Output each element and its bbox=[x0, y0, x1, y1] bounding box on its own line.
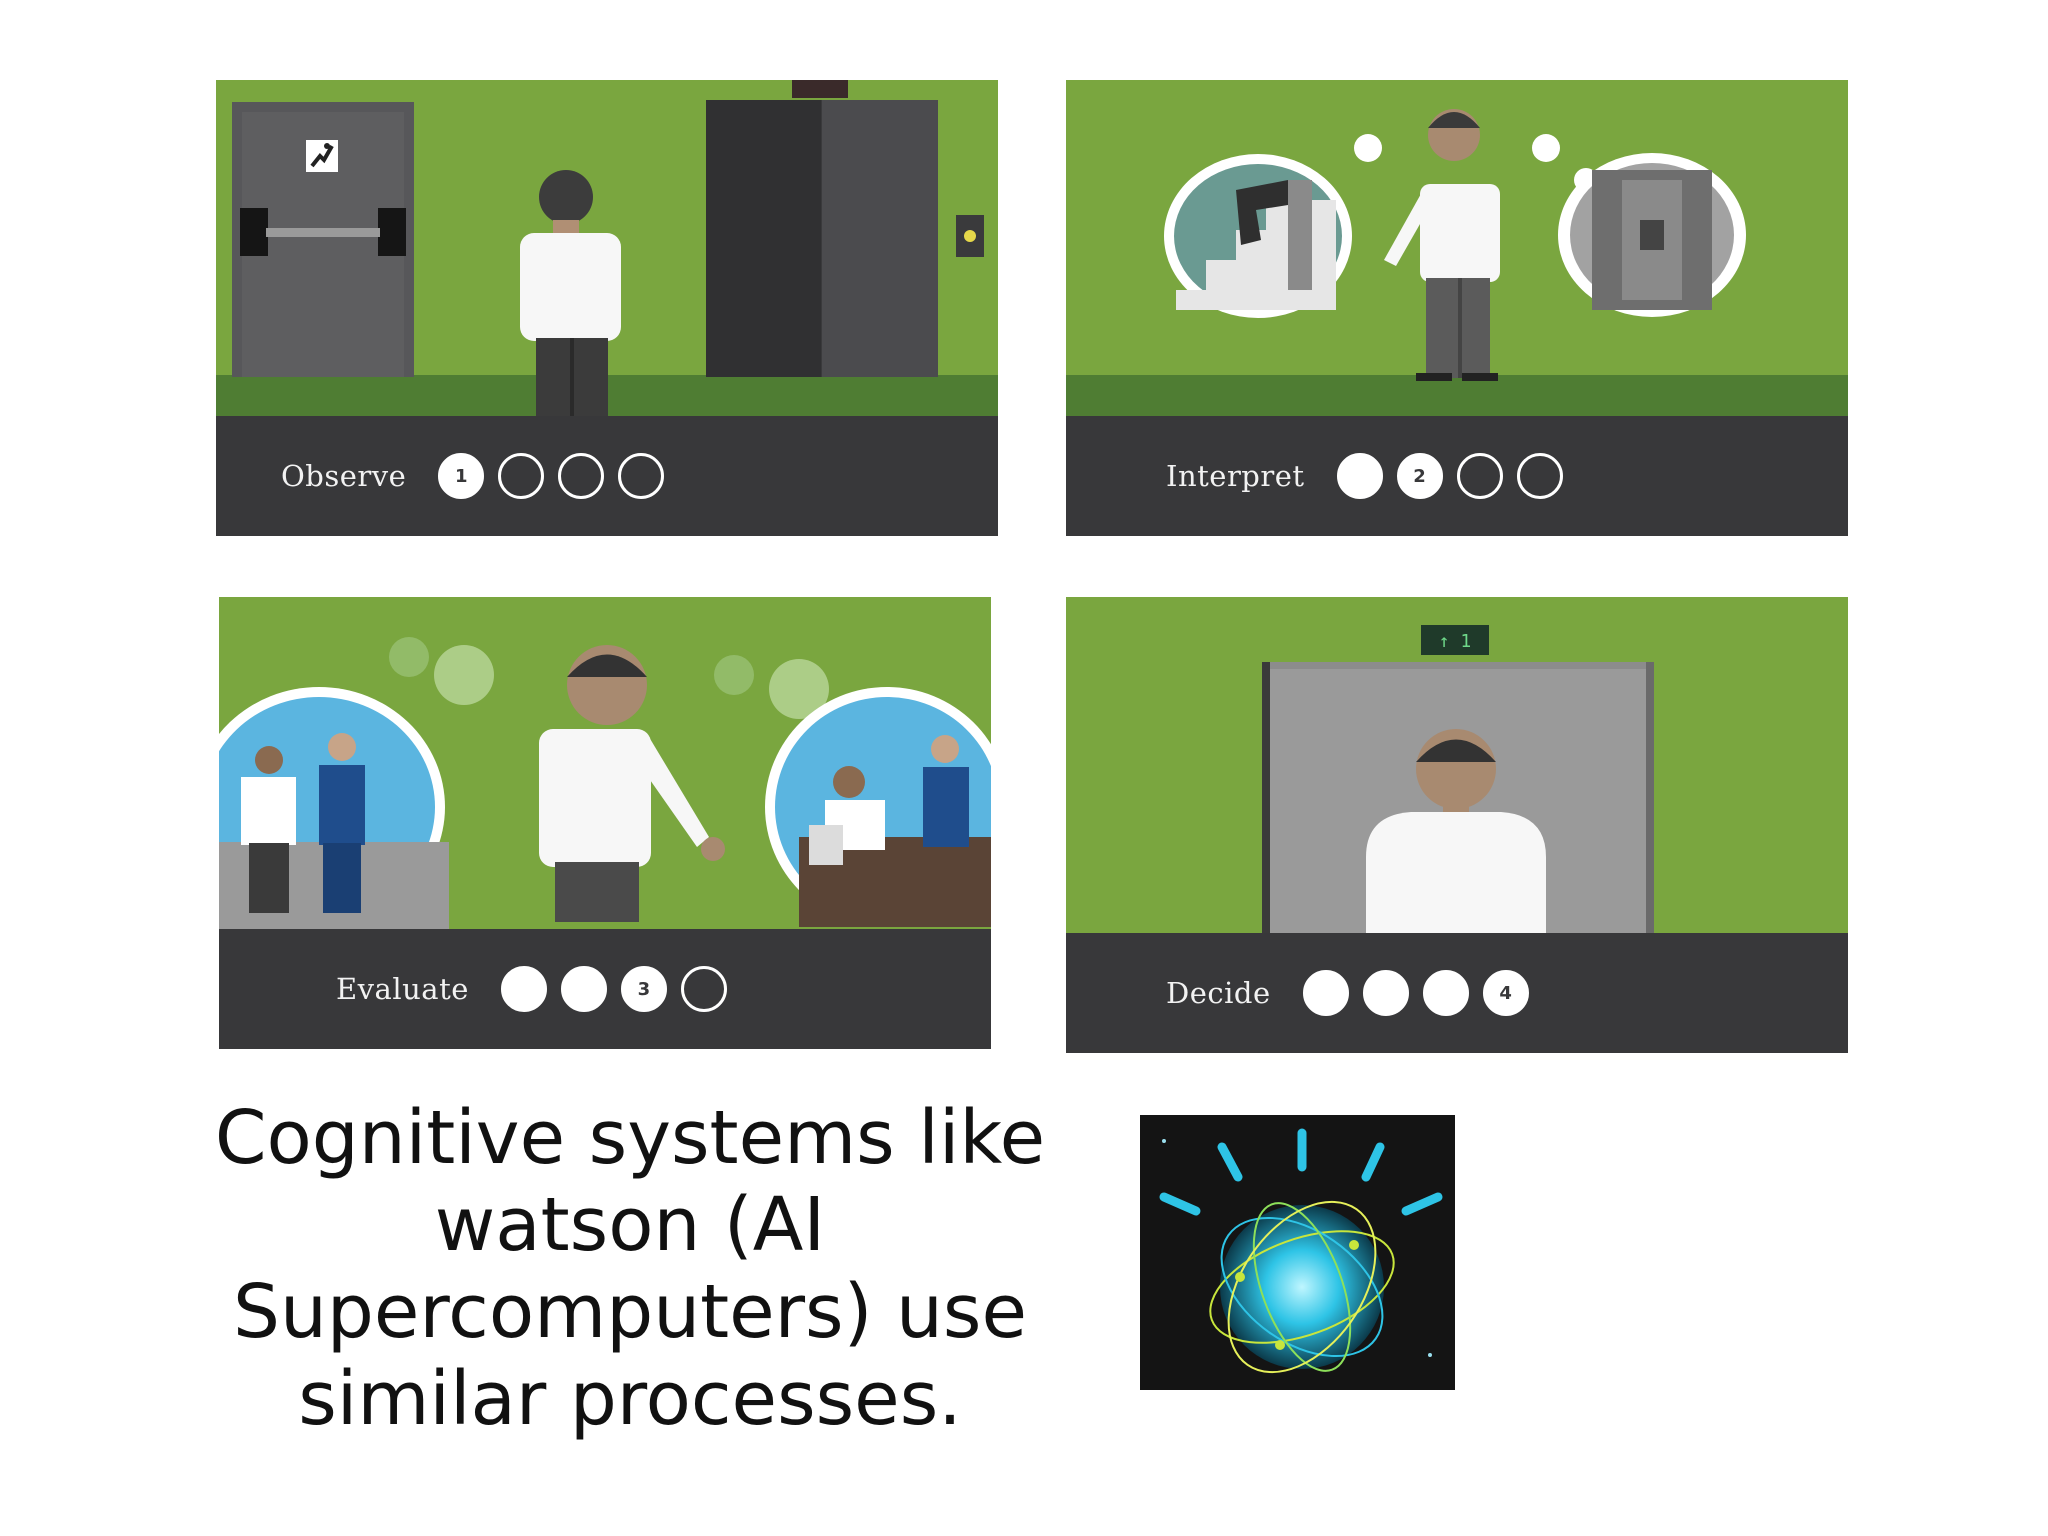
progress-dot bbox=[1456, 453, 1503, 499]
progress-dots: 2 bbox=[1336, 453, 1563, 499]
progress-dot bbox=[680, 966, 727, 1012]
progress-dot bbox=[1362, 970, 1409, 1016]
caption-line: watson (AI bbox=[434, 1182, 826, 1268]
step-bar: Observe 1 bbox=[216, 416, 998, 536]
step-label: Evaluate bbox=[336, 972, 469, 1006]
caption-line: Cognitive systems like bbox=[214, 1095, 1046, 1181]
progress-dot bbox=[498, 453, 545, 499]
step-label: Interpret bbox=[1166, 459, 1305, 493]
progress-dots: 3 bbox=[500, 966, 727, 1012]
exit-sign-icon bbox=[306, 140, 338, 172]
progress-dot bbox=[1422, 970, 1469, 1016]
progress-dots: 1 bbox=[438, 453, 665, 499]
step-label: Decide bbox=[1166, 976, 1271, 1010]
observe-illustration bbox=[216, 80, 998, 420]
watson-logo bbox=[1140, 1115, 1455, 1390]
progress-dot bbox=[558, 453, 605, 499]
step-bar: Interpret 2 bbox=[1066, 416, 1848, 536]
step-label: Observe bbox=[281, 459, 407, 493]
caption-line: Supercomputers) use bbox=[233, 1269, 1027, 1355]
evaluate-illustration bbox=[219, 637, 991, 942]
panel-interpret: Interpret 2 bbox=[1066, 80, 1848, 536]
interpret-illustration bbox=[1066, 109, 1848, 420]
decide-illustration: ↑ 1 bbox=[1262, 625, 1654, 934]
watson-globe-icon bbox=[1159, 1128, 1443, 1374]
elevator-floor-indicator: ↑ 1 bbox=[1439, 631, 1472, 652]
progress-dot: 2 bbox=[1396, 453, 1443, 499]
panel-observe: Observe 1 bbox=[216, 80, 998, 536]
progress-dot bbox=[1336, 453, 1383, 499]
progress-dot bbox=[618, 453, 665, 499]
progress-dot: 3 bbox=[620, 966, 667, 1012]
progress-dot bbox=[1516, 453, 1563, 499]
caption-line: similar processes. bbox=[298, 1356, 962, 1442]
step-bar: Decide 4 bbox=[1066, 933, 1848, 1053]
progress-dot bbox=[560, 966, 607, 1012]
caption-text: Cognitive systems like watson (AI Superc… bbox=[190, 1095, 1070, 1443]
progress-dot: 1 bbox=[438, 453, 485, 499]
panel-decide: ↑ 1 Decide 4 bbox=[1066, 597, 1848, 1053]
panel-evaluate: Evaluate 3 bbox=[219, 597, 991, 1049]
step-bar: Evaluate 3 bbox=[219, 929, 991, 1049]
progress-dot bbox=[1302, 970, 1349, 1016]
progress-dot bbox=[500, 966, 547, 1012]
progress-dots: 4 bbox=[1302, 970, 1529, 1016]
progress-dot: 4 bbox=[1482, 970, 1529, 1016]
